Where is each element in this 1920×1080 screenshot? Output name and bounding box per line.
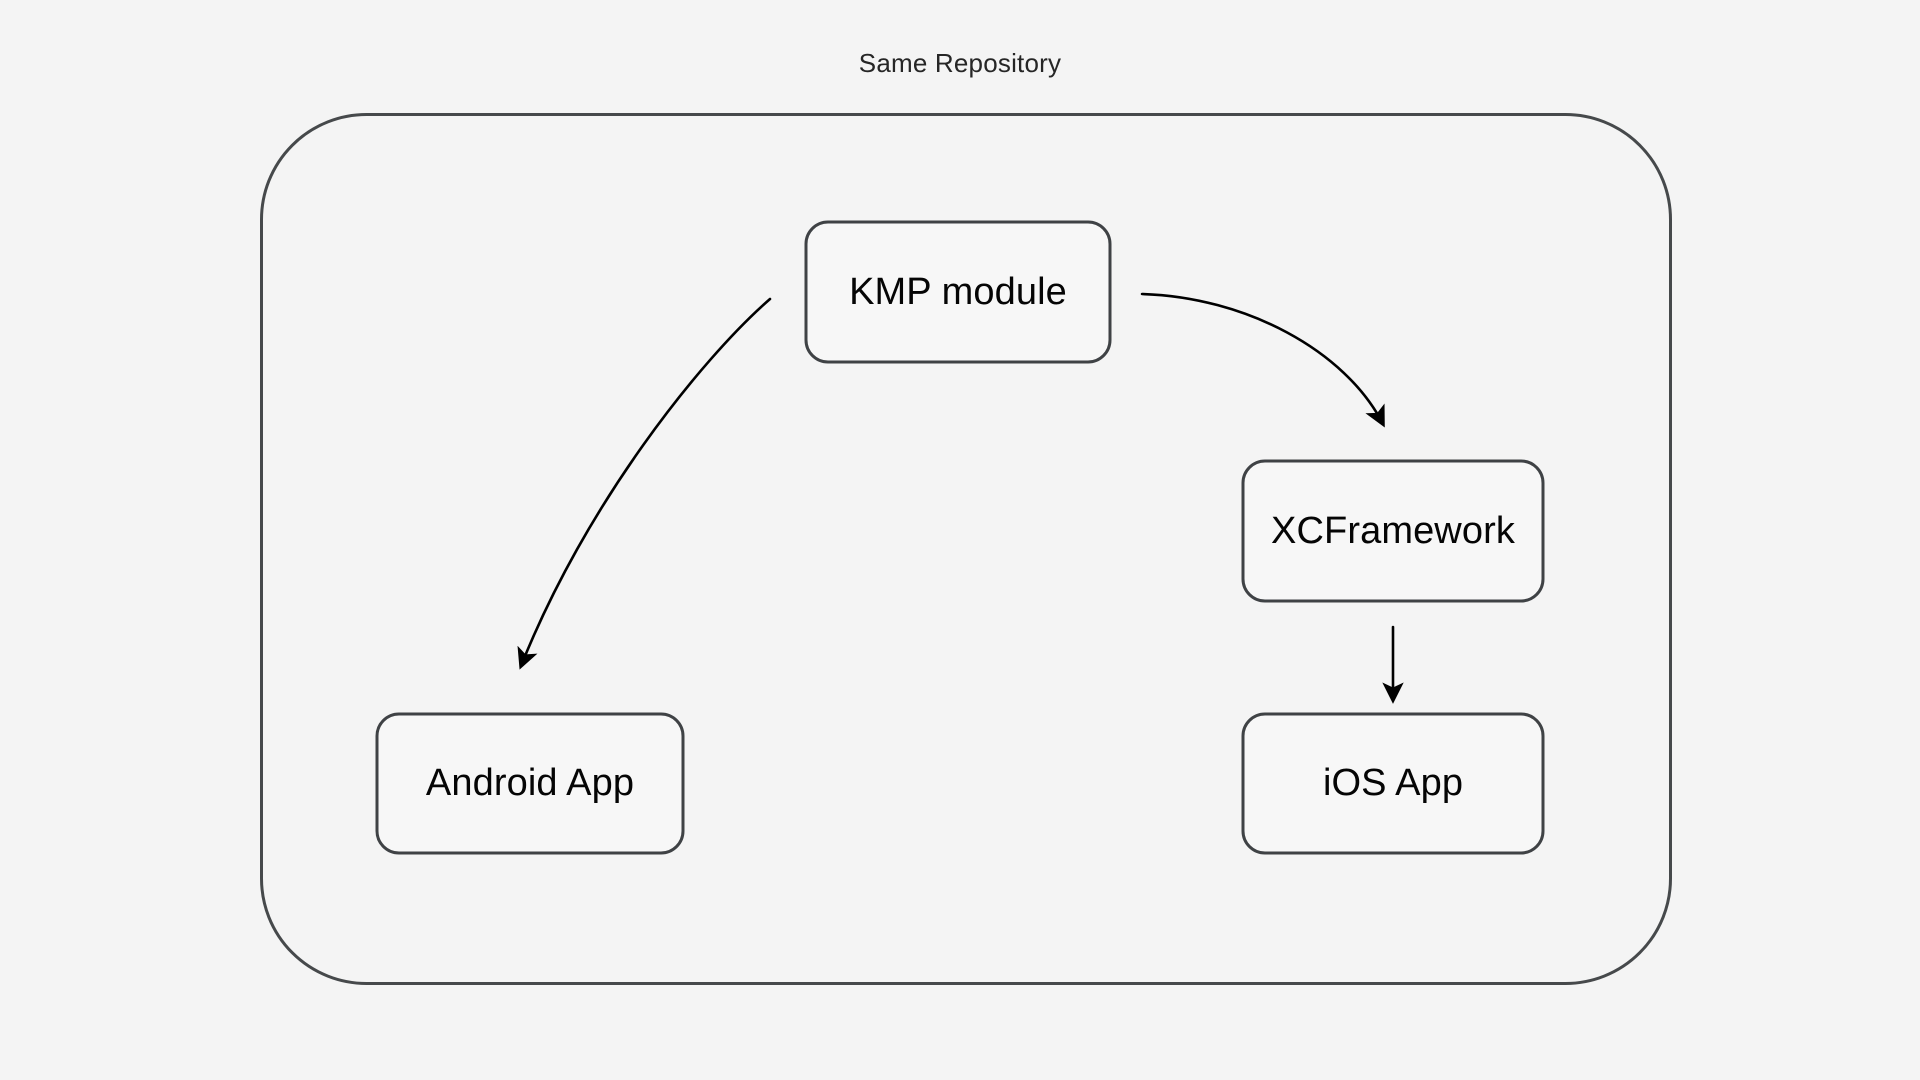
node-kmp-module[interactable] [804, 220, 1112, 364]
group-title-same-repository: Same Repository [858, 48, 1062, 78]
node-xcframework[interactable] [1241, 459, 1545, 603]
edge-kmp-to-xcframework [1140, 292, 1385, 428]
node-android-app[interactable] [375, 712, 685, 855]
edge-kmp-to-android [517, 297, 772, 670]
node-ios-app[interactable] [1241, 712, 1545, 855]
